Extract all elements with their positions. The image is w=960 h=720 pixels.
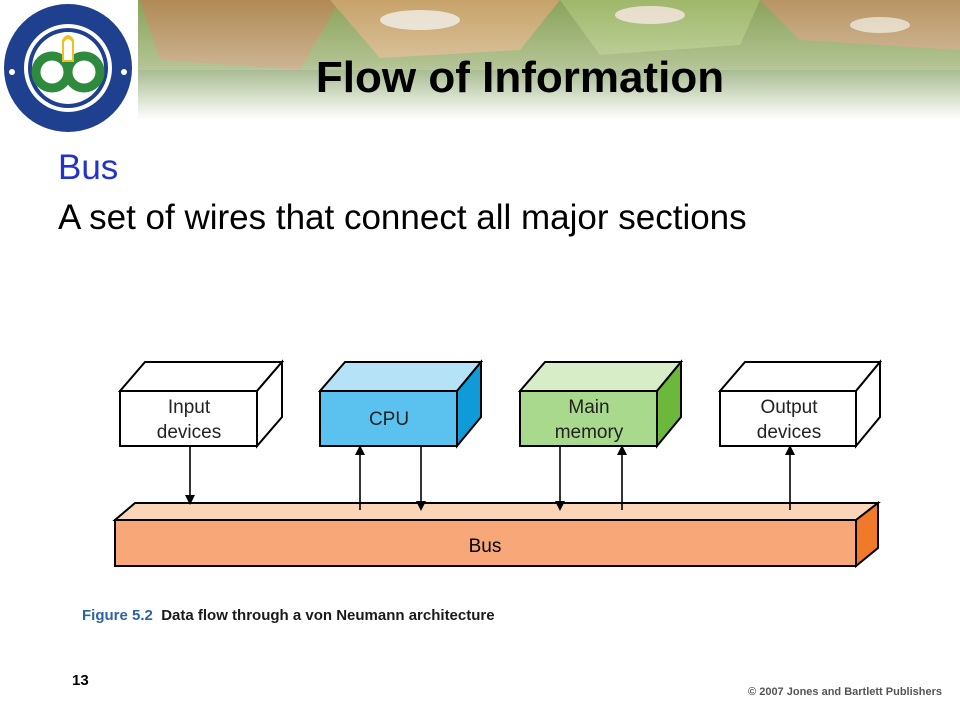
- bus-shape: [112, 500, 881, 569]
- input-devices-box: [117, 359, 285, 449]
- output-devices-label-line1: Output: [760, 397, 818, 418]
- page-number: 13: [72, 672, 89, 689]
- input-devices-label-line2: devices: [157, 422, 221, 443]
- main-memory-box: [517, 359, 684, 449]
- main-memory-label-line1: Main: [568, 397, 609, 418]
- input-devices-label-line1: Input: [168, 397, 211, 418]
- cpu-label: CPU: [369, 409, 409, 430]
- main-memory-label-line2: memory: [555, 422, 624, 443]
- figure-caption-text: Data flow through a von Neumann architec…: [161, 607, 495, 624]
- output-devices-box: [717, 359, 883, 449]
- output-devices-label-line2: devices: [757, 422, 821, 443]
- figure-number: Figure 5.2: [82, 607, 153, 624]
- cpu-box: [317, 359, 484, 449]
- university-logo: [0, 0, 138, 140]
- bus-label: Bus: [469, 536, 502, 557]
- copyright-notice: © 2007 Jones and Bartlett Publishers: [748, 686, 942, 698]
- figure-caption: Figure 5.2 Data flow through a von Neuma…: [82, 606, 495, 626]
- slide-subheading: Bus: [58, 148, 119, 187]
- header-banner: [0, 0, 960, 120]
- slide-bullet-text: A set of wires that connect all major se…: [58, 198, 747, 237]
- slide-title: Flow of Information: [315, 53, 725, 102]
